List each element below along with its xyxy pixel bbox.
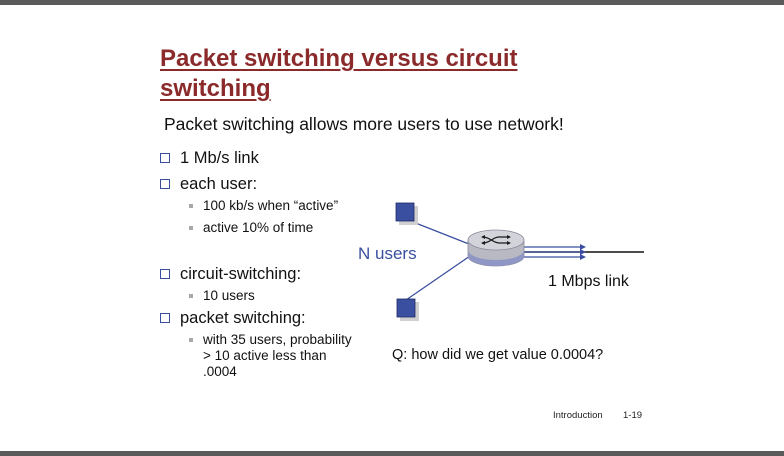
top-window-bar (0, 0, 784, 5)
sub-bullet-dot-icon (189, 294, 193, 298)
bullet-text: each user: (180, 175, 258, 193)
bottom-window-bar (0, 451, 784, 456)
slide-subtitle: Packet switching allows more users to us… (164, 114, 564, 134)
bullet-list: 1 Mb/s link each user: 100 kb/s when “ac… (160, 148, 400, 380)
sub-bullet: with 35 users, probability > 10 active l… (160, 332, 353, 380)
question-text: Q: how did we get value 0.0004? (392, 347, 604, 363)
sub-bullet-dot-icon (189, 226, 193, 230)
bullet-circuit-switching: circuit-switching: (160, 264, 400, 284)
bullet-text: 1 Mb/s link (180, 149, 259, 167)
square-bullet-icon (160, 153, 170, 163)
sub-bullet-text: 10 users (203, 288, 255, 303)
packet-arrows-icon (520, 244, 586, 260)
sub-bullet-dot-icon (189, 204, 193, 208)
bullet-each-user: each user: (160, 174, 400, 194)
bullet-text: packet switching: (180, 309, 306, 327)
router-icon (467, 229, 525, 267)
footer-page-number: 1-19 (623, 410, 643, 421)
sub-bullet-text: active 10% of time (203, 220, 314, 235)
square-bullet-icon (160, 269, 170, 279)
host-square-icon (396, 298, 419, 321)
host-square-icon (395, 202, 418, 225)
sub-bullet-dot-icon (189, 338, 193, 342)
sub-bullet: active 10% of time (160, 220, 400, 236)
sub-bullet-text: 100 kb/s when “active” (203, 198, 339, 213)
square-bullet-icon (160, 313, 170, 323)
footer-section: Introduction (553, 410, 603, 421)
bullet-packet-switching: packet switching: (160, 308, 400, 328)
square-bullet-icon (160, 179, 170, 189)
slide-title: Packet switching versus circuit switchin… (160, 45, 518, 102)
sub-bullet-text: with 35 users, probability > 10 active l… (203, 332, 352, 379)
bullet-link: 1 Mb/s link (160, 148, 400, 168)
users-label: N users (358, 244, 417, 263)
bullet-text: circuit-switching: (180, 265, 302, 283)
user-link-line (407, 219, 475, 247)
user-link-line (405, 255, 471, 301)
sub-bullet: 10 users (160, 288, 400, 304)
link-label: 1 Mbps link (548, 273, 629, 290)
sub-bullet: 100 kb/s when “active” (160, 198, 400, 214)
